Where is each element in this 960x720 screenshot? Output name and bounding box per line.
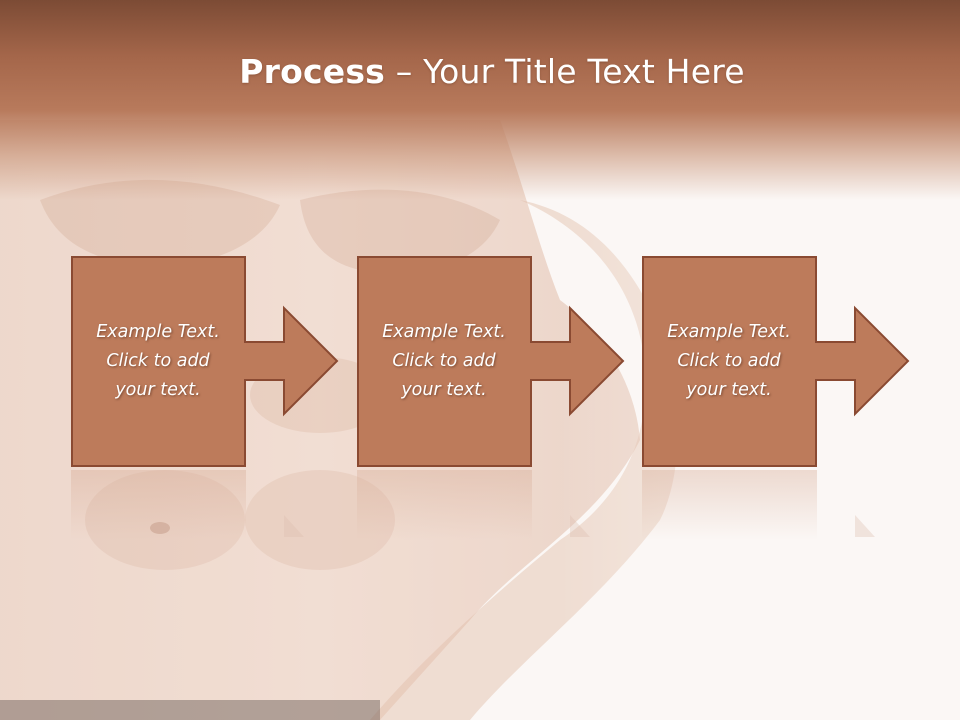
process-step-3[interactable]: Example Text. Click to add your text. bbox=[642, 256, 912, 468]
process-step-2[interactable]: Example Text. Click to add your text. bbox=[357, 256, 627, 468]
step-text: Example Text. Click to add your text. bbox=[382, 321, 506, 400]
title-band bbox=[0, 0, 960, 200]
step-text: Example Text. Click to add your text. bbox=[96, 321, 220, 400]
step-reflection bbox=[357, 470, 532, 540]
title-rest: – Your Title Text Here bbox=[385, 52, 745, 91]
title-bold: Process bbox=[239, 52, 386, 91]
slide-title[interactable]: Process – Your Title Text Here bbox=[0, 52, 960, 91]
arrow-reflection bbox=[855, 515, 875, 537]
step-arrow-shape bbox=[357, 256, 625, 467]
arrow-reflection bbox=[284, 515, 304, 537]
step-arrow-shape bbox=[71, 256, 339, 467]
step-reflection bbox=[71, 470, 246, 540]
step-arrow-shape bbox=[642, 256, 910, 467]
step-reflection bbox=[642, 470, 817, 540]
process-step-1[interactable]: Example Text. Click to add your text. bbox=[71, 256, 341, 468]
arrow-reflection bbox=[570, 515, 590, 537]
step-text: Example Text. Click to add your text. bbox=[667, 321, 791, 400]
